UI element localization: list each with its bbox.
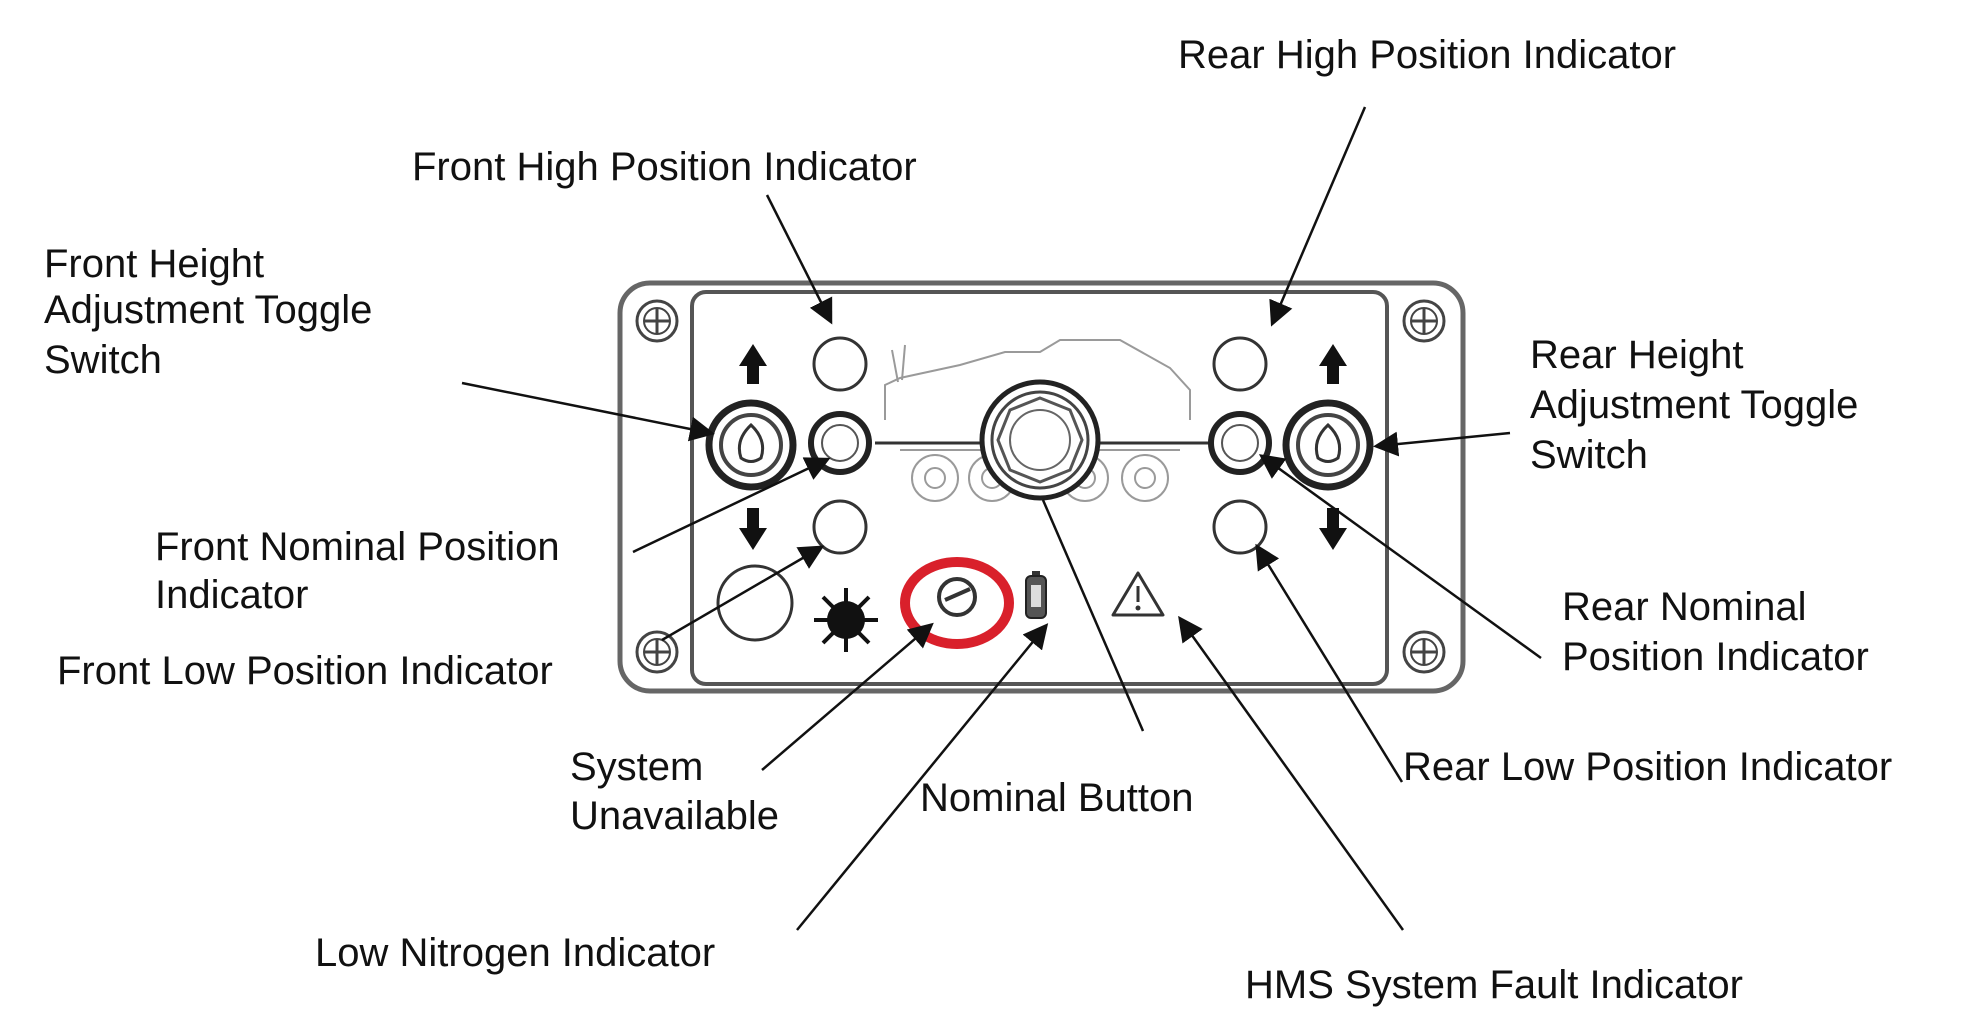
slashed-circle-icon [937,577,977,617]
label-front-height-toggle-line3: Switch [44,338,162,382]
warning-triangle-icon [1111,571,1165,617]
label-system-unavailable-line2: Unavailable [570,794,779,838]
screw-icon [1402,630,1446,674]
front-low-position-indicator [812,499,868,555]
rear-height-toggle-switch[interactable] [1282,399,1374,491]
nominal-button[interactable] [979,379,1101,501]
sun-icon [814,588,878,652]
blank-button[interactable] [716,564,794,642]
control-panel [617,280,1466,694]
label-front-height-toggle-line2: Adjustment Toggle [44,288,372,332]
label-rear-low-position-indicator: Rear Low Position Indicator [1403,745,1892,789]
rear-nominal-position-indicator [1208,411,1272,475]
label-hms-system-fault-indicator: HMS System Fault Indicator [1245,963,1743,1007]
rear-high-position-indicator [1212,336,1268,392]
label-front-high-position-indicator: Front High Position Indicator [412,145,917,189]
label-front-nominal-line1: Front Nominal Position [155,525,560,569]
label-system-unavailable-line1: System [570,745,703,789]
down-arrow-icon [739,508,767,550]
screw-icon [635,630,679,674]
front-height-toggle-switch[interactable] [705,399,797,491]
front-high-position-indicator [812,336,868,392]
label-rear-high-position-indicator: Rear High Position Indicator [1178,33,1676,77]
screw-icon [1402,299,1446,343]
label-rear-height-toggle-line3: Switch [1530,433,1648,477]
panel-inner-frame [690,290,1389,686]
label-rear-nominal-line1: Rear Nominal [1562,585,1807,629]
screw-icon [635,299,679,343]
up-arrow-icon [739,344,767,384]
label-rear-height-toggle-line2: Adjustment Toggle [1530,383,1858,427]
up-arrow-icon [1319,344,1347,384]
label-nominal-button: Nominal Button [920,776,1193,820]
highlight-circle [900,557,1014,649]
label-front-low-position-indicator: Front Low Position Indicator [57,649,553,693]
front-nominal-position-indicator [808,411,872,475]
callout-lines [461,106,1542,931]
panel-outer-frame [617,280,1466,694]
label-front-nominal-line2: Indicator [155,573,308,617]
down-arrow-icon [1319,508,1347,550]
nitrogen-cylinder-icon [1025,571,1047,619]
rear-low-position-indicator [1212,499,1268,555]
label-front-height-toggle-line1: Front Height [44,242,264,286]
label-rear-height-toggle-line1: Rear Height [1530,333,1743,377]
label-low-nitrogen-indicator: Low Nitrogen Indicator [315,931,715,975]
label-rear-nominal-line2: Position Indicator [1562,635,1869,679]
